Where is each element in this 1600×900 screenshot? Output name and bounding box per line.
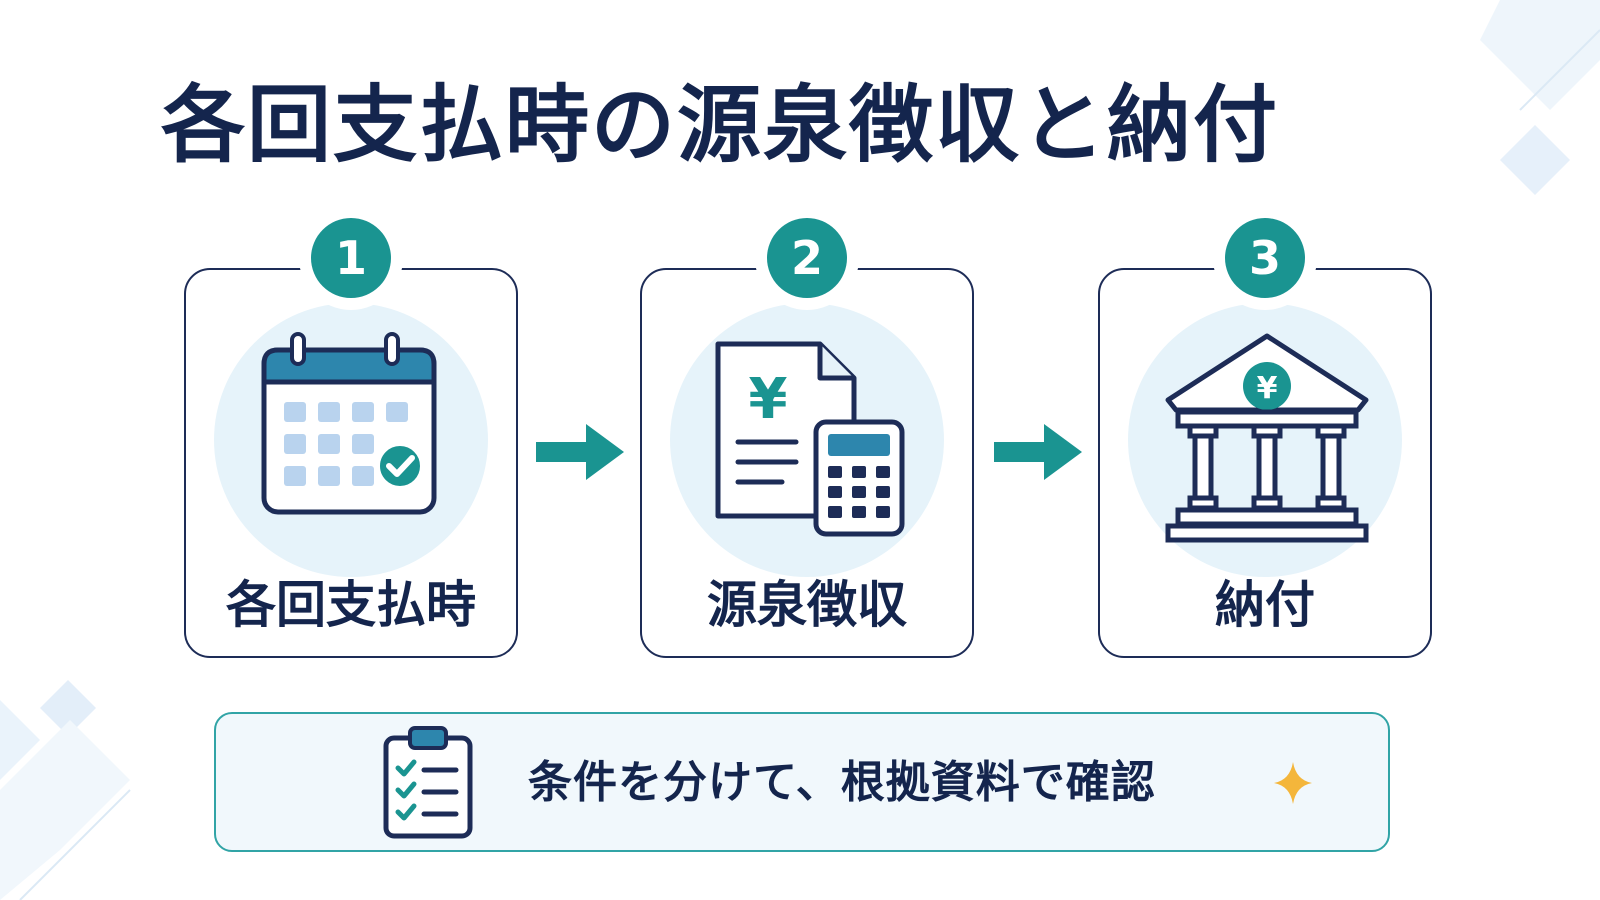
step-number-badge-3: 3 <box>1225 218 1305 298</box>
decorative-shapes-bottom-left <box>0 680 131 900</box>
svg-text:¥: ¥ <box>749 367 788 432</box>
clipboard-checklist-icon <box>383 726 473 839</box>
page-title: 各回支払時の源泉徴収と納付 <box>160 76 1279 174</box>
calendar-check-icon <box>261 332 437 515</box>
step-number-badge-1: 1 <box>311 218 391 298</box>
arrow-right-icon <box>536 424 624 480</box>
sparkle-icon <box>1274 762 1312 804</box>
arrow-right-icon <box>994 424 1082 480</box>
note-text: 条件を分けて、根拠資料で確認 <box>528 757 1156 808</box>
step-label-1: 各回支払時 <box>226 576 476 634</box>
svg-text:¥: ¥ <box>1257 371 1278 406</box>
step-number-badge-2: 2 <box>767 218 847 298</box>
step-label-3: 納付 <box>1215 576 1315 634</box>
yen-document-calculator-icon: ¥ <box>715 341 905 537</box>
decorative-shapes-top-right <box>1480 0 1600 195</box>
bank-yen-icon: ¥ <box>1165 333 1369 543</box>
step-label-2: 源泉徴収 <box>707 576 907 634</box>
